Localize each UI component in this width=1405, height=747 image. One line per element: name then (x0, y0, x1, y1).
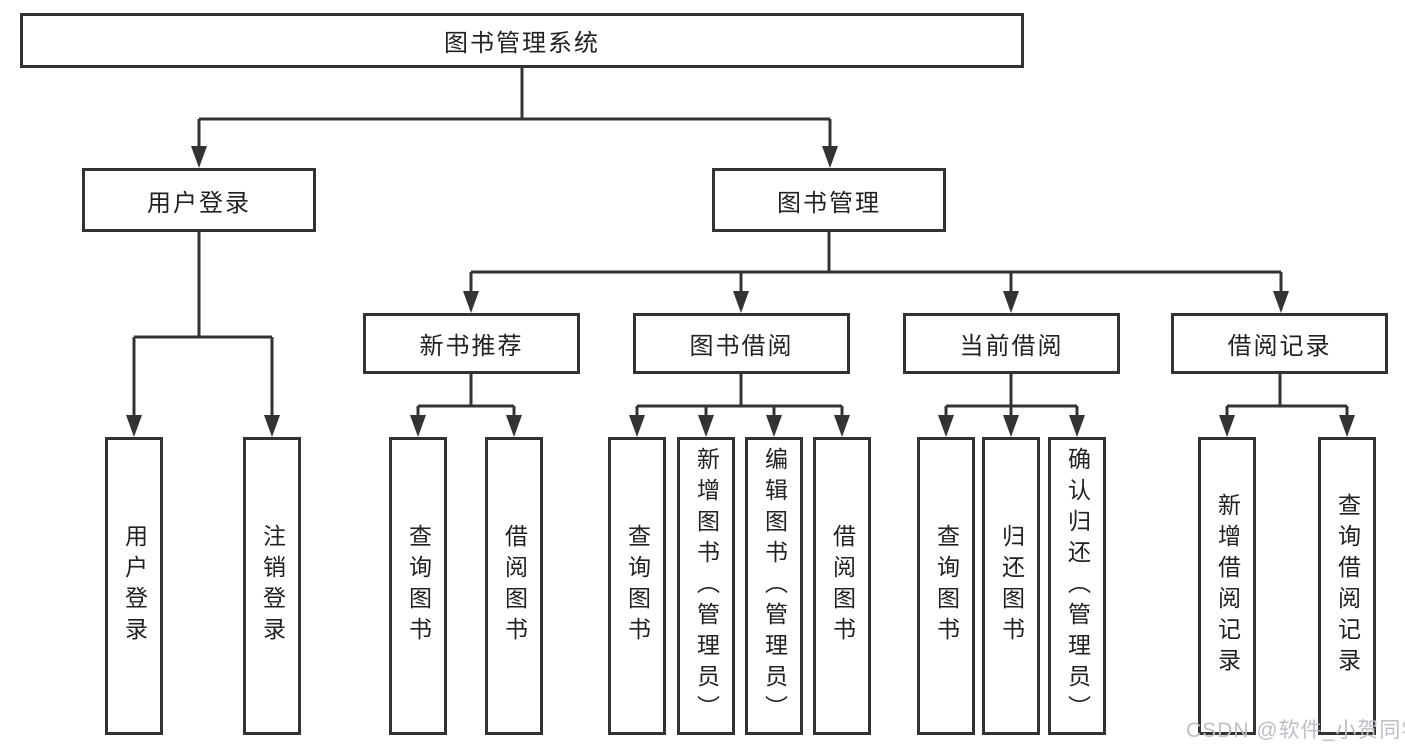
arrowhead-icon (126, 415, 142, 437)
node-borrow-books: 借阅图书 (813, 437, 871, 735)
arrowhead-icon (506, 415, 522, 437)
node-borrow-records: 借阅记录 (1171, 313, 1388, 374)
node-query-books-current: 查询图书 (917, 437, 975, 735)
arrowhead-icon (1069, 415, 1085, 437)
node-book-management: 图书管理 (712, 168, 946, 232)
arrowhead-icon (766, 415, 782, 437)
arrowhead-icon (938, 415, 954, 437)
node-user-login-module: 用户登录 (82, 168, 316, 232)
node-edit-books-admin: 编辑图书（管理员） (745, 437, 803, 735)
arrowhead-icon (264, 415, 280, 437)
arrowhead-icon (629, 415, 645, 437)
arrowhead-icon (463, 291, 479, 313)
arrowhead-icon (1003, 291, 1019, 313)
node-query-borrow-record: 查询借阅记录 (1318, 437, 1376, 735)
arrowhead-icon (698, 415, 714, 437)
arrowhead-icon (1273, 291, 1289, 313)
arrowhead-icon (191, 146, 207, 168)
node-confirm-return-admin: 确认归还（管理员） (1048, 437, 1106, 735)
arrowhead-icon (822, 146, 838, 168)
arrowhead-icon (410, 415, 426, 437)
arrowhead-icon (1219, 415, 1235, 437)
node-library-system: 图书管理系统 (20, 13, 1024, 68)
csdn-watermark: CSDN @软件_小贺同学 (1186, 719, 1405, 742)
node-book-borrowing: 图书借阅 (633, 313, 850, 374)
arrowhead-icon (1339, 415, 1355, 437)
arrowhead-icon (1003, 415, 1019, 437)
node-user-login: 用户登录 (105, 437, 163, 735)
node-new-book-recommend: 新书推荐 (363, 313, 580, 374)
node-add-borrow-record: 新增借阅记录 (1198, 437, 1256, 735)
node-logout: 注销登录 (243, 437, 301, 735)
arrowhead-icon (834, 415, 850, 437)
node-current-borrowing: 当前借阅 (903, 313, 1120, 374)
arrowhead-icon (733, 291, 749, 313)
node-add-books-admin: 新增图书（管理员） (677, 437, 735, 735)
node-return-books: 归还图书 (982, 437, 1040, 735)
node-query-books-borrowing: 查询图书 (608, 437, 666, 735)
node-borrow-books-recommend: 借阅图书 (485, 437, 543, 735)
node-query-books-recommend: 查询图书 (389, 437, 447, 735)
